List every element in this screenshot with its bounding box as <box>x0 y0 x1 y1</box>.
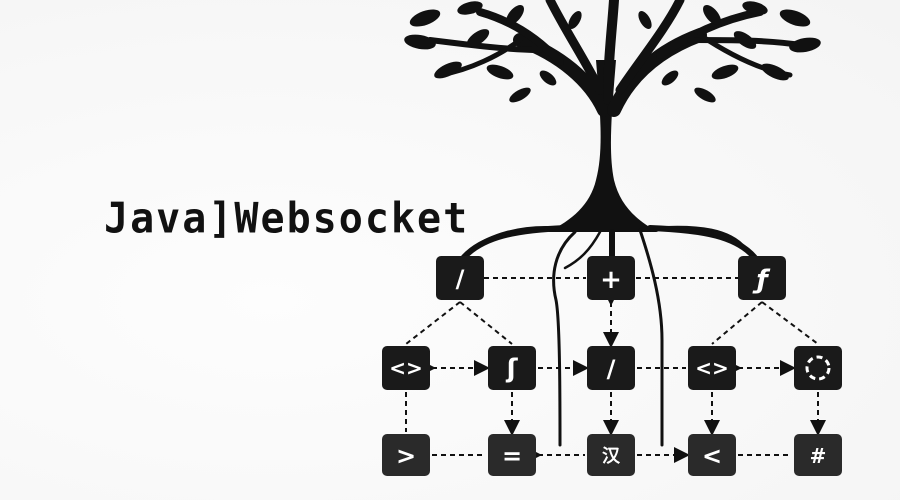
code-icon: <> <box>389 356 423 380</box>
node-mid-1: <> <box>382 346 430 390</box>
greater-than-icon: > <box>396 442 416 470</box>
node-mid-4: <> <box>688 346 736 390</box>
less-than-icon: < <box>702 442 722 470</box>
node-top-right: ƒ <box>738 256 786 300</box>
node-mid-3: / <box>587 346 635 390</box>
plus-icon: + <box>600 265 622 295</box>
node-top-mid: + <box>587 256 635 300</box>
glyph-icon: 汉 <box>602 446 621 467</box>
node-bot-3: 汉 <box>587 434 635 476</box>
node-bot-1: > <box>382 434 430 476</box>
diagram-connectors <box>405 277 826 463</box>
node-mid-2: ʃ <box>488 346 536 390</box>
hash-icon: # <box>810 444 827 468</box>
refresh-icon <box>805 355 831 381</box>
slash-icon: / <box>607 355 616 383</box>
integral-icon: ʃ <box>506 354 519 384</box>
equals-icon: = <box>502 442 522 470</box>
page-title: Java]Websocket <box>104 194 470 244</box>
node-top-left: / <box>436 256 484 300</box>
tree-trunk <box>548 60 658 232</box>
tree-branches <box>427 0 803 117</box>
slash-icon: / <box>456 265 465 293</box>
code-icon: <> <box>695 356 729 380</box>
node-mid-5 <box>794 346 842 390</box>
node-bot-5: # <box>794 434 842 476</box>
node-bot-2: = <box>488 434 536 476</box>
function-icon: ƒ <box>752 265 770 295</box>
tree-leaves <box>404 1 821 103</box>
tree-roots <box>457 225 761 447</box>
node-bot-4: < <box>688 434 736 476</box>
